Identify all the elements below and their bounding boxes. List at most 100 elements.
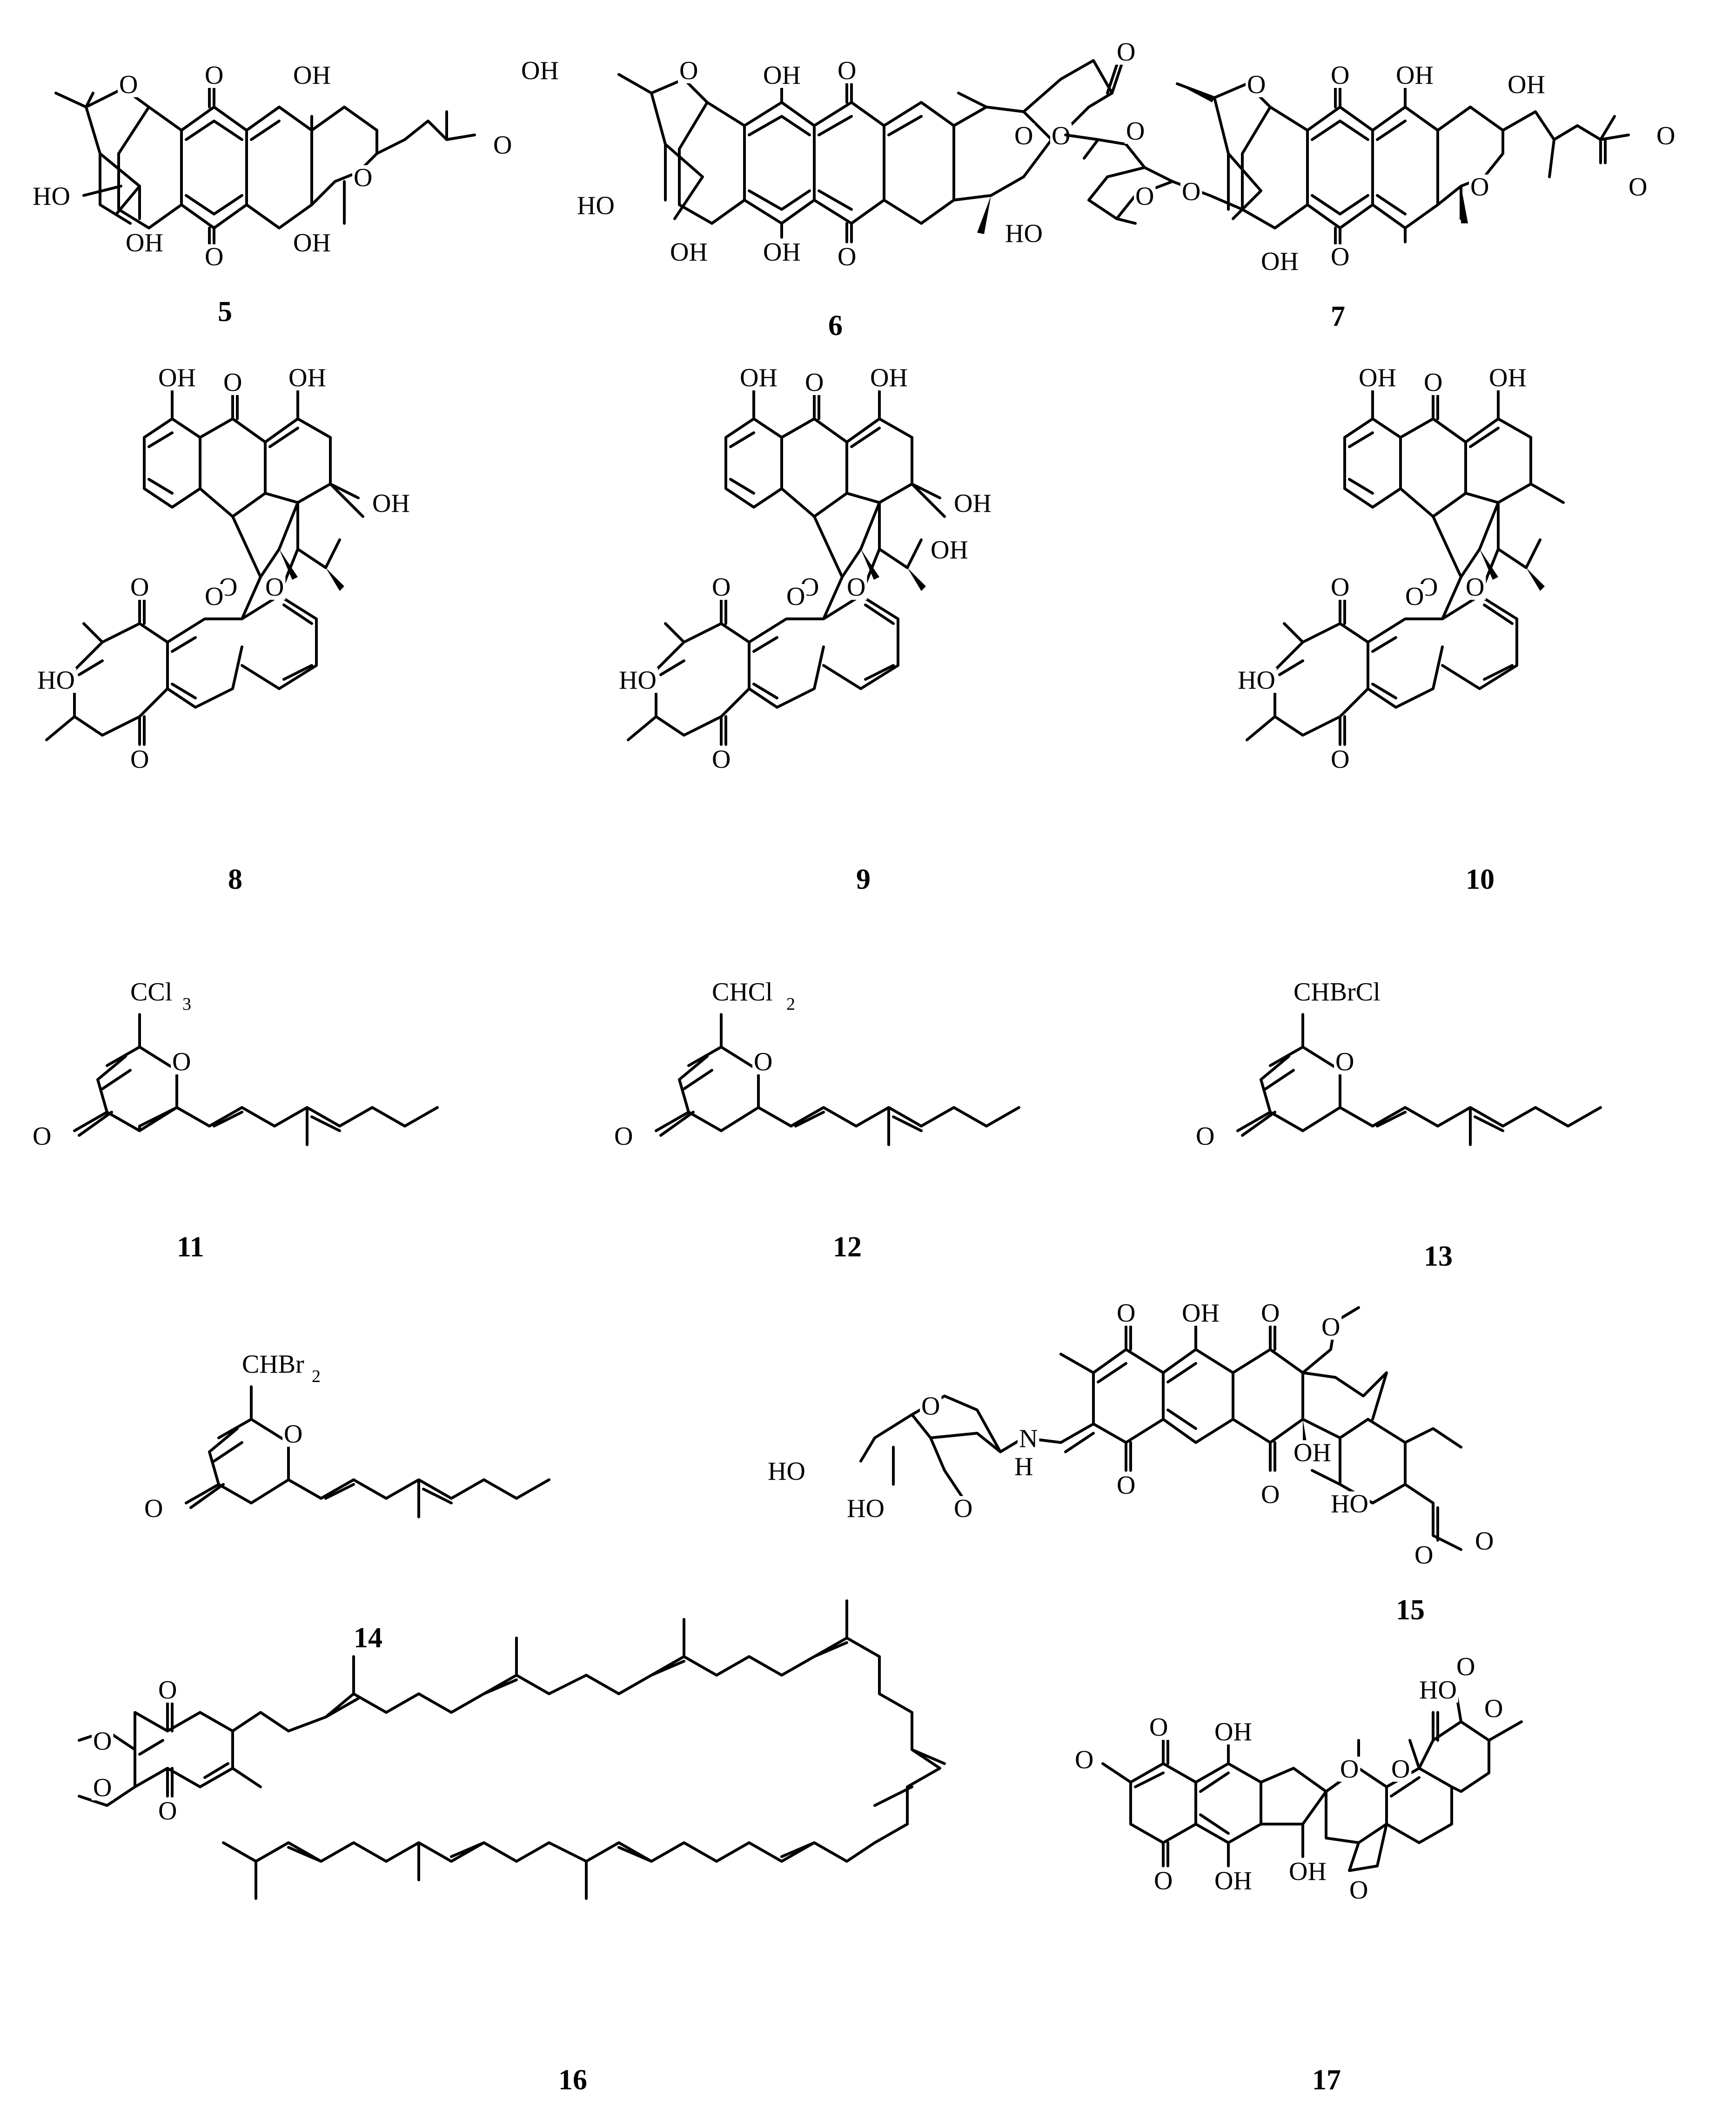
label-background [1115,1301,1137,1326]
atom-label: O [1456,1652,1475,1681]
label-background [1655,123,1677,148]
label-background [31,184,72,209]
atom-label: HO [768,1457,805,1486]
label-background [520,58,560,83]
label-background [1260,1301,1281,1326]
label-background [92,1729,114,1754]
compound-number: 6 [828,310,843,342]
atom-label: CHBr [242,1350,304,1379]
compound-5: O O OH OH O HO OH O OH O 5 [31,56,560,328]
atom-label: O [1391,1755,1410,1784]
atom-label: O [158,1676,177,1704]
label-background [203,584,225,609]
atom-label: O [1014,121,1033,150]
label-background [845,1496,886,1521]
label-background [766,1459,807,1484]
label-background [762,240,802,265]
label-background [1506,72,1547,97]
label-background [1180,179,1202,204]
atom-label: O [493,131,512,160]
compound-13: CHBrCl O O 13 [1194,978,1602,1272]
atom-label: O [712,745,731,774]
compound-number: 14 [354,1622,382,1654]
label-background [785,584,807,609]
atom-label: O [1470,173,1489,201]
atom-label: OH [1294,1438,1331,1467]
compound-12: CHCl 2 O O 12 [613,978,1020,1263]
atom-label: OH [870,363,908,392]
label-background [264,575,286,600]
label-background [157,365,197,390]
compound-9: OH O OH OH OH O O O HO O O 9 [617,363,993,895]
atom-label: O [1656,121,1675,150]
atom-label: O [33,1122,51,1151]
label-background [310,1369,322,1384]
atom-label: O [130,745,149,774]
atom-label: O [1135,182,1154,211]
atom-label: O [1154,1866,1173,1895]
compound-15: O OH O O O HO HO O N H O OH O HO O O 15 [766,1299,1495,1626]
label-background [1260,249,1300,274]
label-background [869,365,909,390]
label-background [1455,1654,1477,1679]
label-background [1627,174,1649,200]
label-background [1329,244,1351,269]
atom-label: OH [1182,1299,1220,1328]
label-background [738,365,779,390]
label-background [576,193,616,218]
atom-label: O [1247,70,1266,99]
atom-label: O [1340,1755,1359,1784]
label-background [1329,63,1351,88]
label-background [129,747,151,772]
label-background [617,668,658,693]
atom-label: O [1335,1047,1354,1076]
label-background [1073,1747,1095,1772]
label-background [1329,747,1351,772]
label-background [1115,1473,1137,1498]
atom-label: O [1321,1313,1340,1342]
atom-label: O [1182,177,1200,206]
label-background [129,980,174,1005]
label-background [1194,1124,1216,1149]
atom-label: O [205,582,223,611]
atom-label: O [954,1494,972,1523]
compound-number: 10 [1466,864,1495,895]
compound-8: OH O OH OH O O O HO O O 8 [36,363,411,895]
atom-label: O [1196,1122,1214,1151]
atom-label: OH [1261,247,1299,276]
compound-number: 9 [856,864,871,895]
label-background [292,63,332,88]
atom-label: HO [37,666,75,695]
atom-label: O [1117,1471,1135,1500]
label-background [1246,72,1267,97]
atom-label: O [805,368,824,397]
label-background [287,365,328,390]
atom-label: O [1117,38,1135,67]
label-background [157,1678,179,1703]
label-background [92,1775,114,1800]
label-background [282,1422,304,1447]
label-background [785,996,797,1012]
atom-label: OH [293,61,331,90]
atom-subscript: 2 [312,1367,321,1386]
atom-label: N [1019,1424,1038,1453]
atom-label: OH [931,536,968,564]
label-background [1134,184,1156,209]
atom-label: O [1261,1480,1280,1509]
compound-6: O OH O O O HO OH OH O O 6 [576,38,1137,342]
label-background [1018,1426,1039,1451]
label-background [1464,575,1486,600]
label-background [1413,1543,1435,1568]
atom-label: OH [1214,1718,1252,1746]
atom-label: O [172,1047,191,1076]
atom-label: O [1414,1541,1433,1570]
label-background [1418,1678,1458,1703]
atom-subscript: 2 [786,994,795,1014]
label-background [1013,1454,1035,1479]
label-background [1148,1715,1170,1740]
atom-label: O [838,56,856,85]
atom-label: O [1405,582,1424,611]
label-background [845,575,867,600]
atom-label: O [1261,1299,1280,1328]
